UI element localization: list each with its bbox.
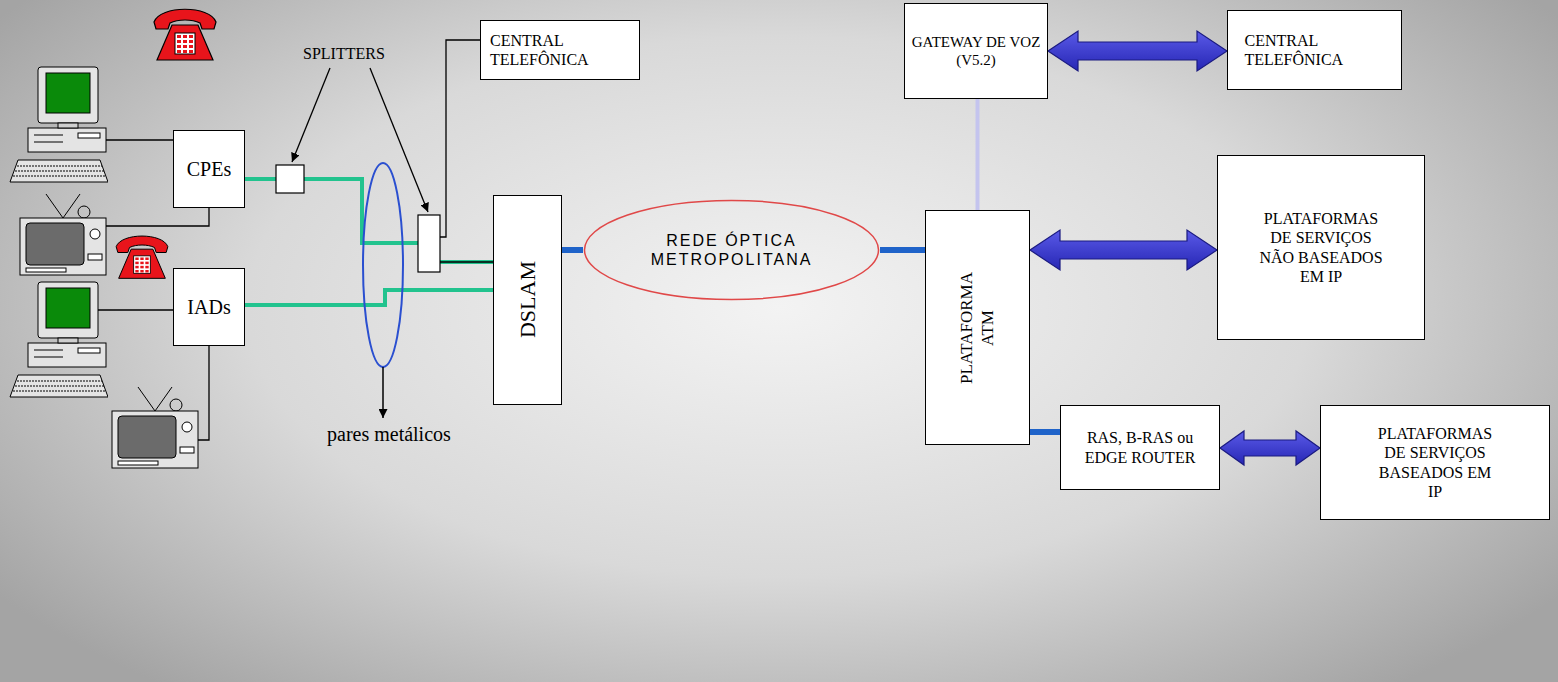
exchange-box: CENTRAL TELEFÔNICA: [480, 20, 640, 80]
ellipse-border: [584, 201, 878, 300]
equipment-box: IADs: [173, 268, 245, 346]
splitter-wire: [440, 40, 480, 237]
computer-icon: [10, 67, 108, 182]
link-line: [880, 247, 925, 253]
pair-bundle-ellipse: [363, 163, 403, 367]
node-text: CENTRAL TELEFÔNICA: [490, 31, 630, 69]
device-wire: [106, 139, 173, 140]
tv-icon: [112, 387, 198, 468]
network-ellipse: REDE ÓPTICA METROPOLITANA: [583, 200, 880, 300]
splitter-symbol: [276, 165, 304, 193]
node-text: DSLAM: [514, 261, 542, 338]
device-wire: [98, 309, 173, 310]
leader-line: [382, 367, 384, 418]
computer-icon: [10, 282, 108, 397]
splitter-symbol: [418, 215, 440, 272]
device-wire: [106, 208, 209, 226]
telephone-icon: [154, 9, 216, 60]
annotation-label: pares metálicos: [327, 422, 451, 446]
device-wire: [198, 346, 209, 440]
node-text: IADs: [187, 295, 230, 319]
node-text: PLATAFORMAS DE SERVIÇOS BASEADOS EM IP: [1371, 424, 1499, 501]
node-text: RAS, B-RAS ou EDGE ROUTER: [1084, 428, 1196, 466]
callout-label: SPLITTERS: [303, 44, 385, 63]
double-arrow: [1048, 31, 1227, 71]
node-text: GATEWAY DE VOZ (V5.2): [908, 33, 1044, 69]
node-text: CENTRAL TELEFÔNICA: [1245, 31, 1385, 69]
tv-icon: [20, 194, 106, 275]
link-line: [1030, 429, 1060, 435]
link-line: [245, 290, 493, 305]
service-platform-box: PLATAFORMAS DE SERVIÇOS NÃO BASEADOS EM …: [1217, 155, 1425, 340]
service-platform-box: PLATAFORMAS DE SERVIÇOS BASEADOS EM IP: [1320, 405, 1550, 520]
gateway-box: GATEWAY DE VOZ (V5.2): [904, 3, 1048, 99]
telephone-icon: [116, 236, 168, 278]
leader-line: [370, 68, 428, 212]
node-text: CPEs: [187, 157, 231, 181]
node-text: PLATAFORMA ATM: [956, 253, 999, 403]
splitter-wire: [440, 261, 493, 262]
double-arrow: [1030, 230, 1217, 270]
router-box: RAS, B-RAS ou EDGE ROUTER: [1060, 405, 1220, 490]
link-line: [976, 99, 980, 210]
equipment-box: CPEs: [173, 130, 245, 208]
node-text: PLATAFORMAS DE SERVIÇOS NÃO BASEADOS EM …: [1257, 209, 1385, 286]
node-text: REDE ÓPTICA METROPOLITANA: [642, 231, 822, 269]
ellipse-outline: [583, 200, 880, 300]
double-arrow: [1220, 431, 1320, 465]
exchange-box: CENTRAL TELEFÔNICA: [1227, 10, 1402, 90]
leader-line: [292, 68, 330, 162]
dslam-box: DSLAM: [493, 195, 562, 405]
platform-box: PLATAFORMA ATM: [925, 210, 1030, 445]
link-line: [562, 247, 583, 253]
